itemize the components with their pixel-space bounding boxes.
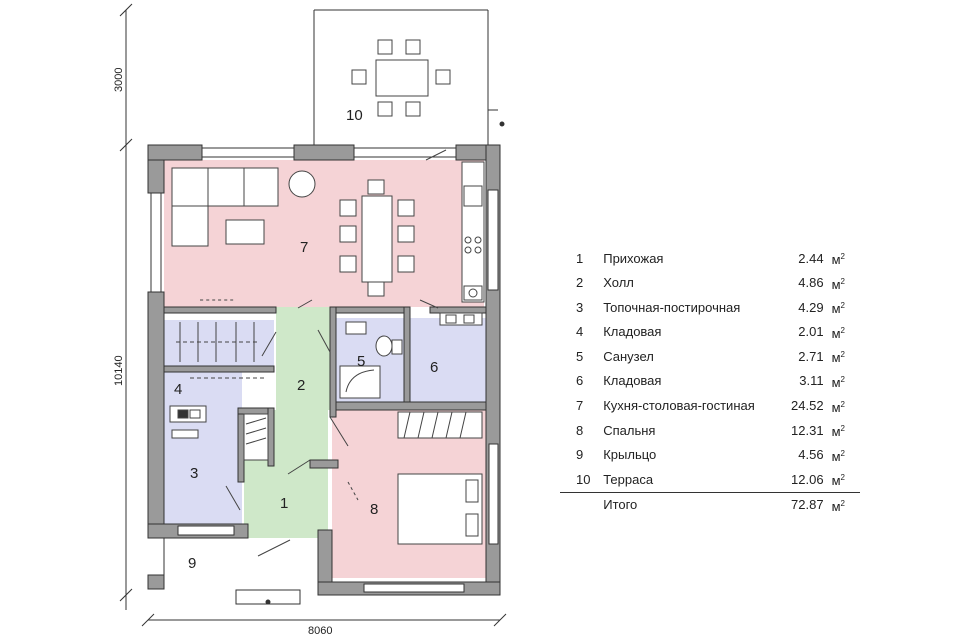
schedule-area: 24.52 — [791, 398, 824, 414]
schedule-name: Итого — [603, 491, 780, 518]
schedule-unit: м2 — [831, 276, 845, 292]
room-schedule-table: 1 Прихожая 2.44 м2 2 Холл 4.86 м2 3 Топочная-пост… — [560, 246, 860, 518]
schedule-row: 4 Кладовая 2.01 м2 — [560, 320, 860, 345]
porch-steps — [163, 538, 301, 605]
schedule-unit: м2 — [831, 252, 845, 267]
schedule-num: 6 — [576, 373, 584, 389]
schedule-area: 4.86 — [798, 275, 824, 291]
terrace — [313, 9, 489, 145]
schedule-area: 4.56 — [798, 447, 824, 463]
schedule-num: 5 — [576, 348, 584, 364]
room-label-4: 4 — [174, 381, 182, 398]
room-label-1: 1 — [280, 495, 288, 512]
schedule-area: 2.44 — [798, 250, 824, 266]
schedule-name: Топочная-постирочная — [603, 299, 741, 315]
living-furniture — [171, 167, 415, 297]
stairs — [176, 322, 264, 379]
schedule-area: 2.71 — [798, 348, 824, 364]
schedule-area: 12.31 — [791, 422, 824, 438]
schedule-unit: м2 — [823, 491, 860, 518]
schedule-row: 3 Топочная-постирочная 4.29 м2 — [560, 295, 860, 320]
room-2-fill — [276, 307, 330, 410]
terrace-dimension-label: 3000 — [113, 68, 125, 92]
schedule-row: 8 Спальня 12.31 м2 — [560, 418, 860, 443]
room-label-9: 9 — [188, 555, 196, 572]
room-label-5: 5 — [357, 353, 365, 370]
schedule-area: 72.87 — [779, 491, 824, 518]
schedule-name: Спальня — [603, 422, 656, 438]
schedule-num — [560, 491, 604, 518]
schedule-area: 4.29 — [798, 299, 824, 315]
schedule-row: 5 Санузел 2.71 м2 — [560, 344, 860, 369]
room-4-fill — [164, 320, 274, 372]
width-dimension-label: 8060 — [308, 625, 332, 637]
schedule-unit: м2 — [831, 374, 845, 390]
schedule-name: Терраса — [603, 471, 654, 487]
schedule-unit: м2 — [831, 301, 845, 317]
room-label-2: 2 — [297, 377, 305, 394]
schedule-num: 1 — [576, 250, 584, 266]
schedule-area: 12.06 — [791, 471, 824, 487]
dimension-lines — [119, 3, 507, 627]
inner-walls — [163, 306, 487, 483]
schedule-num: 4 — [576, 324, 584, 340]
schedule-row: 9 Крыльцо 4.56 м2 — [560, 443, 860, 468]
schedule-num: 10 — [576, 471, 591, 487]
schedule-unit: м2 — [831, 350, 845, 366]
schedule-area: 2.01 — [798, 324, 824, 340]
height-dimension-label: 10140 — [113, 355, 125, 386]
schedule-row: 2 Холл 4.86 м2 — [560, 271, 860, 296]
door-swings — [199, 149, 447, 557]
schedule-row: 10 Терраса 12.06 м2 — [560, 467, 860, 492]
room-label-6: 6 — [430, 359, 438, 376]
schedule-unit: м2 — [831, 399, 845, 415]
schedule-unit: м2 — [831, 424, 845, 440]
schedule-num: 9 — [576, 447, 584, 463]
schedule-num: 7 — [576, 398, 584, 414]
schedule-name: Кухня-столовая-гостиная — [603, 398, 755, 414]
room-label-3: 3 — [190, 465, 198, 482]
schedule-unit: м2 — [831, 448, 845, 464]
room-3-fill — [164, 372, 242, 524]
schedule-num: 8 — [576, 422, 584, 438]
windows — [150, 147, 499, 593]
schedule-name: Крыльцо — [603, 447, 657, 463]
schedule-area: 3.11 — [799, 373, 824, 389]
bedroom-furniture — [397, 411, 483, 545]
schedule-name: Кладовая — [603, 324, 662, 340]
schedule-name: Санузел — [603, 348, 654, 364]
schedule-row: 1 Прихожая 2.44 м2 — [560, 246, 860, 271]
schedule-unit: м2 — [831, 473, 845, 489]
schedule-num: 2 — [576, 275, 584, 291]
schedule-unit: м2 — [831, 325, 845, 341]
schedule-name: Прихожая — [603, 250, 664, 266]
kitchen-counter — [461, 161, 485, 303]
room-label-8: 8 — [370, 501, 378, 518]
schedule-row: 6 Кладовая 3.11 м2 — [560, 369, 860, 394]
utility-fixtures — [169, 405, 269, 461]
bathroom-fixtures — [339, 321, 403, 399]
room-6-fill — [410, 318, 486, 402]
schedule-name: Холл — [603, 275, 634, 291]
schedule-row: 7 Кухня-столовая-гостиная 24.52 м2 — [560, 394, 860, 419]
terrace-furniture — [351, 39, 451, 117]
room-labels: 1 2 3 4 5 6 7 8 9 10 — [174, 107, 438, 572]
schedule-num: 3 — [576, 299, 584, 315]
room-label-7: 7 — [300, 239, 308, 256]
utility-counter — [439, 312, 483, 326]
room-label-10: 10 — [346, 107, 363, 124]
schedule-name: Кладовая — [603, 373, 662, 389]
room-schedule: 1 Прихожая 2.44 м2 2 Холл 4.86 м2 3 Топочная-пост… — [560, 246, 860, 518]
